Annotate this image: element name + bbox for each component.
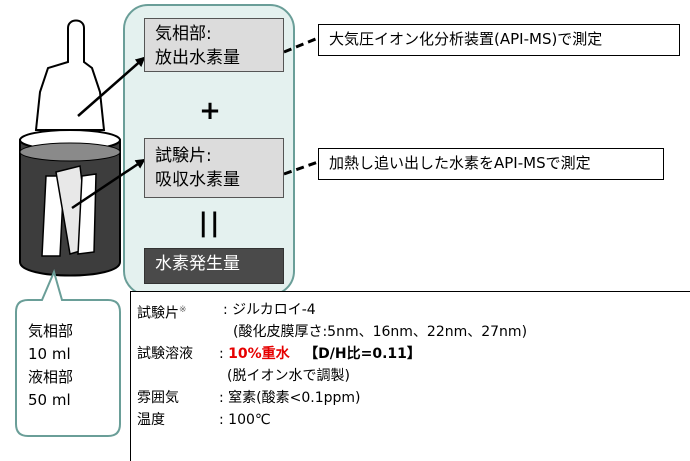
dh-ratio: 【D/H比=0.11】 xyxy=(304,346,421,362)
gas-phase-box: 気相部: 放出水素量 xyxy=(144,18,284,72)
specimen-box-title: 試験片: xyxy=(155,146,212,166)
liquid-phase-volume: 50 ml xyxy=(28,391,71,409)
specimen-box-subtitle: 吸収水素量 xyxy=(155,170,240,190)
gas-phase-label: 気相部 xyxy=(28,322,74,340)
hydrogen-generated-label: 水素発生量 xyxy=(155,254,240,274)
plus-sign: + xyxy=(199,96,221,126)
volume-bubble: 気相部 10 ml 液相部 50 ml xyxy=(28,320,116,412)
oxide-thickness-note: (酸化皮膜厚さ:5nm、16nm、22nm、27nm) xyxy=(233,324,528,340)
specimen-strips xyxy=(41,165,97,257)
gas-callout-connector xyxy=(283,36,319,54)
gas-measurement-callout: 大気圧イオン化分析装置(API-MS)で測定 xyxy=(318,24,680,56)
volume-bubble-shape xyxy=(15,269,121,437)
hydrogen-generated-box: 水素発生量 xyxy=(144,248,284,284)
gas-phase-volume: 10 ml xyxy=(28,345,71,363)
atmosphere-value: : 窒素(酸素<0.1ppm) xyxy=(219,390,361,406)
specimen-value: : ジルカロイ-4 xyxy=(223,302,316,318)
gas-release-arrow xyxy=(77,56,146,117)
bottle-neck xyxy=(34,19,106,131)
specimen-label: 試験片 xyxy=(137,305,179,322)
specimen-measurement-callout: 加熱し追い出した水素をAPI-MSで測定 xyxy=(318,148,664,180)
specimen-footnote-mark: ※ xyxy=(179,305,187,315)
absorption-arrow xyxy=(71,158,146,210)
specimen-box: 試験片: 吸収水素量 xyxy=(144,138,284,198)
solution-colon: : xyxy=(219,346,224,362)
equals-sign: || xyxy=(198,208,222,238)
temperature-value: : 100℃ xyxy=(219,412,271,428)
experimental-conditions: 試験片※ : ジルカロイ-4 (酸化皮膜厚さ:5nm、16nm、22nm、27n… xyxy=(130,291,690,461)
temperature-label: 温度 xyxy=(137,412,165,428)
solution-note: (脱イオン水で調製) xyxy=(227,368,350,384)
gas-phase-subtitle: 放出水素量 xyxy=(155,48,240,68)
atmosphere-label: 雰囲気 xyxy=(137,390,179,406)
specimen-callout-connector xyxy=(283,160,319,176)
solution-value: 10%重水 xyxy=(228,346,290,362)
liquid-phase-label: 液相部 xyxy=(28,368,74,386)
gas-phase-title: 気相部: xyxy=(155,24,212,44)
solution-label: 試験溶液 xyxy=(137,346,193,362)
